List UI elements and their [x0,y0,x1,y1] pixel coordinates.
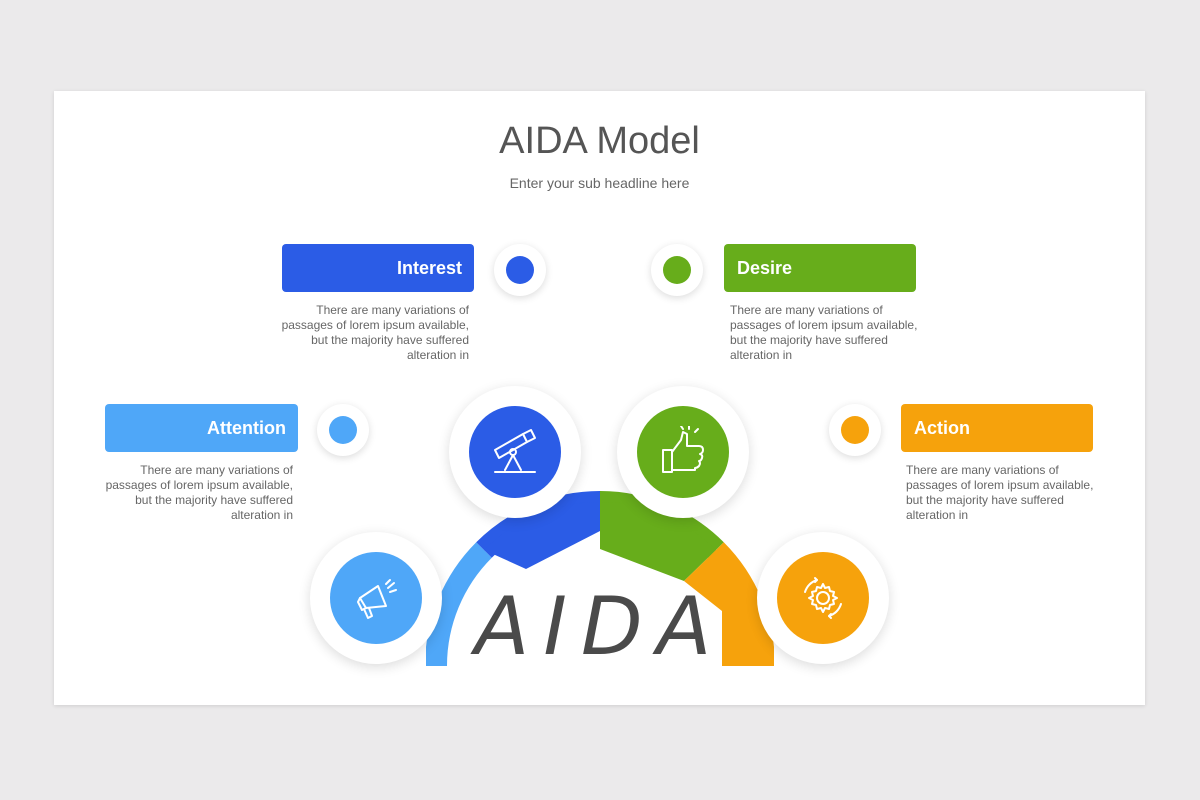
aida-word: AIDA [474,580,726,673]
interest-dot [506,256,534,284]
attention-label: Attention [207,418,286,438]
interest-icon-badge [449,386,581,518]
desire-marker [651,244,703,296]
attention-dot [329,416,357,444]
desire-dot [663,256,691,284]
interest-label: Interest [396,258,462,278]
arc-fill-action [684,550,764,666]
action-label-box: Action [901,404,1093,452]
thumbs-up-icon [662,426,704,473]
megaphone-icon [357,579,397,619]
action-dot [841,416,869,444]
desire-icon-badge [617,386,749,518]
action-icon-circle [777,552,869,644]
page-title: AIDA Model [499,120,700,162]
desire-label-box: Desire [724,244,916,292]
action-label: Action [914,418,970,438]
interest-label-box: Interest [282,244,474,292]
interest-description: There are many variations of passages of… [281,303,469,362]
desire-icon-circle [637,406,729,498]
desire-description: There are many variations of passages of… [730,303,918,362]
interest-marker [494,244,546,296]
arc-fill-interest [484,501,600,569]
attention-description: There are many variations of passages of… [105,463,293,522]
action-icon-badge [757,532,889,664]
action-description: There are many variations of passages of… [906,463,1094,522]
arc-segment-attention [426,542,492,666]
interest-icon-circle [469,406,561,498]
arc-fill-desire [600,502,716,581]
attention-icon-circle [330,552,422,644]
aida-arc [426,491,774,666]
page-subtitle: Enter your sub headline here [509,175,690,191]
telescope-icon [494,429,536,473]
slide: AIDA Model Enter your sub headline here … [54,91,1145,705]
attention-marker [317,404,369,456]
desire-label: Desire [737,258,793,278]
action-marker [829,404,881,456]
attention-label-box: Attention [105,404,298,452]
attention-icon-badge [310,532,442,664]
gear-icon [804,577,842,619]
